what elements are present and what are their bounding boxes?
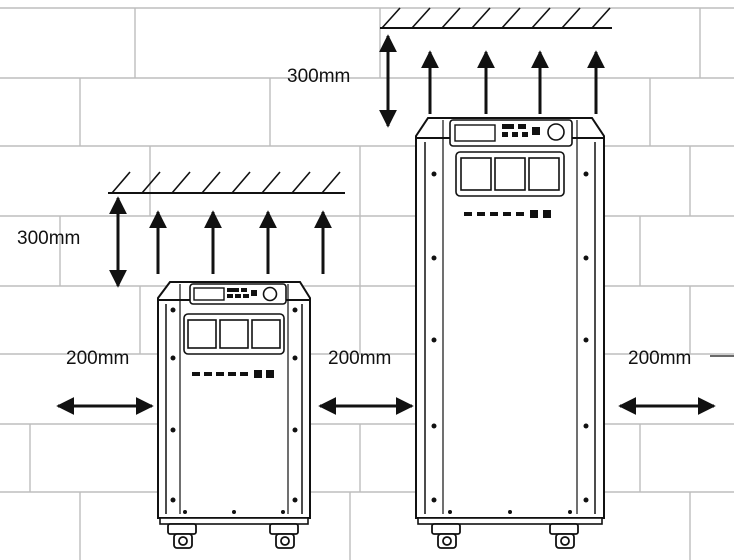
power-button: [262, 286, 278, 302]
large-inverter-unit: [415, 117, 605, 549]
top-clearance-label-large: 300mm: [287, 66, 350, 87]
small-inverter-unit: [157, 281, 311, 549]
between-clearance-label: 200mm: [328, 348, 391, 369]
wheels: [167, 523, 299, 549]
lcd-display: [454, 124, 496, 142]
brick-wall-background: [0, 7, 734, 560]
lcd-display: [193, 287, 225, 301]
ceiling-hatch-large: [380, 7, 612, 29]
wheels: [431, 523, 579, 549]
ceiling-hatch-small: [108, 171, 345, 194]
airflow-arrows-large: [421, 50, 605, 114]
power-button: [547, 123, 565, 141]
right-clearance-label: 200mm: [628, 348, 691, 369]
airflow-arrows-small: [149, 210, 332, 274]
top-clearance-label-small: 300mm: [17, 228, 80, 249]
left-clearance-label: 200mm: [66, 348, 129, 369]
